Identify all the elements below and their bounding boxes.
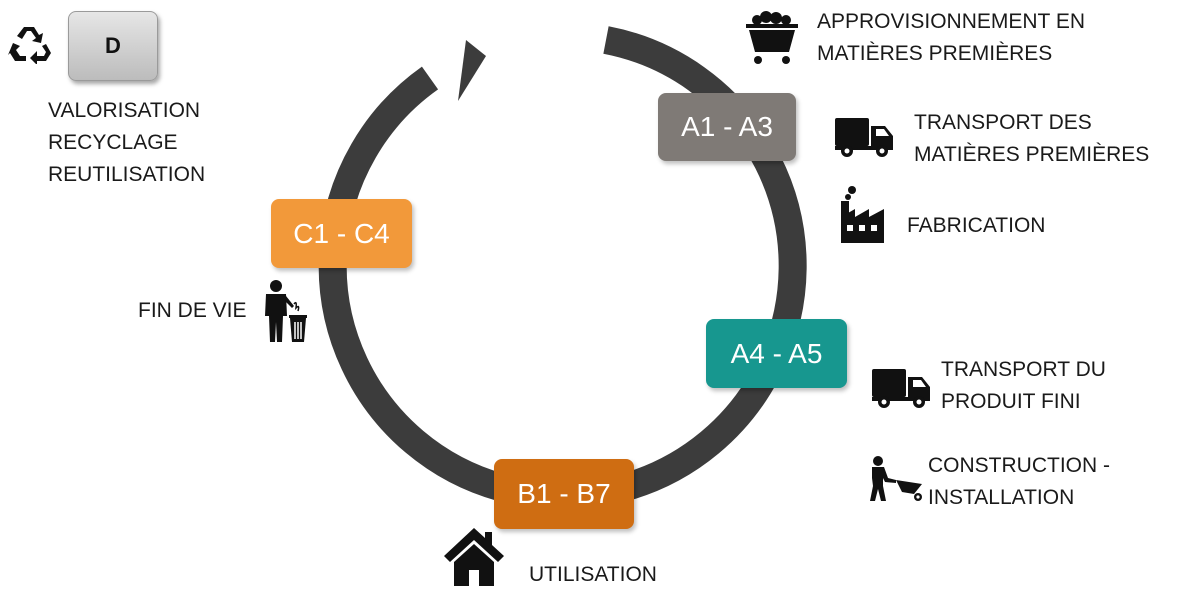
stage-a1-a3: A1 - A3 [658, 93, 796, 161]
label-fin-de-vie: FIN DE VIE [138, 295, 247, 327]
label-line: FABRICATION [907, 214, 1046, 237]
label-line: RECYCLAGE [48, 131, 178, 154]
person-trash-icon [264, 280, 308, 344]
ring-arrowhead [458, 40, 486, 101]
house-icon [442, 526, 506, 586]
wheelbarrow-worker-icon [866, 456, 924, 502]
label-approvisionnement: APPROVISIONNEMENT EN MATIÈRES PREMIÈRES [817, 6, 1085, 70]
label-transport-produit: TRANSPORT DU PRODUIT FINI [941, 354, 1106, 418]
truck-icon [872, 367, 932, 409]
label-line: REUTILISATION [48, 163, 206, 186]
label-transport-matieres: TRANSPORT DES MATIÈRES PREMIÈRES [914, 107, 1149, 171]
stage-a4-a5: A4 - A5 [706, 319, 847, 388]
label-valorisation: VALORISATION RECYCLAGE REUTILISATION [48, 95, 205, 191]
label-line: UTILISATION [529, 563, 657, 586]
truck-icon [835, 116, 895, 158]
stage-b1-b7: B1 - B7 [494, 459, 634, 529]
label-fabrication: FABRICATION [907, 210, 1045, 242]
stage-d-key: D [68, 11, 158, 81]
label-line: APPROVISIONNEMENT EN [817, 10, 1085, 33]
label-utilisation: UTILISATION [529, 559, 657, 591]
label-line: MATIÈRES PREMIÈRES [817, 42, 1053, 65]
label-line: MATIÈRES PREMIÈRES [914, 143, 1150, 166]
label-line: INSTALLATION [928, 486, 1075, 509]
label-construction: CONSTRUCTION - INSTALLATION [928, 450, 1110, 514]
factory-icon [838, 185, 886, 245]
recycle-icon [8, 24, 52, 64]
label-line: TRANSPORT DU [941, 358, 1106, 381]
label-line: VALORISATION [48, 99, 201, 122]
label-line: TRANSPORT DES [914, 111, 1092, 134]
mine-cart-icon [744, 11, 800, 65]
label-line: FIN DE VIE [138, 299, 247, 322]
stage-c1-c4: C1 - C4 [271, 199, 412, 268]
label-line: CONSTRUCTION - [928, 454, 1110, 477]
label-line: PRODUIT FINI [941, 390, 1081, 413]
